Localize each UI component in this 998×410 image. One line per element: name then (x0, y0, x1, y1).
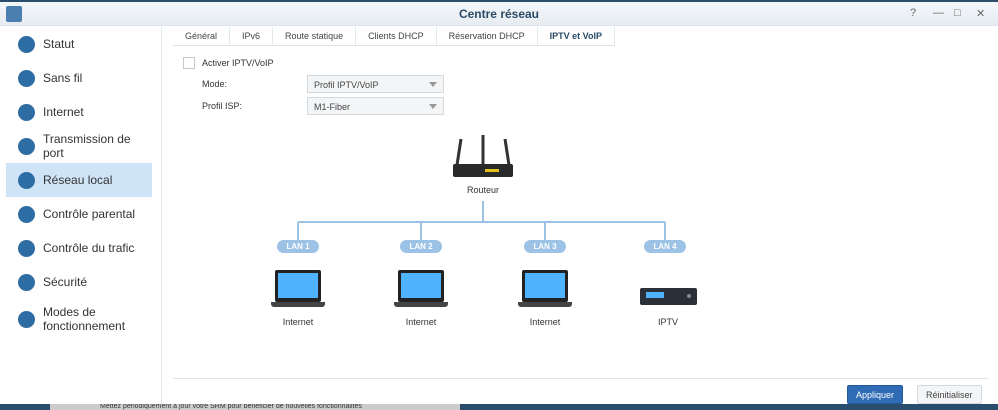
title-bar: Centre réseau ? — □ ✕ (0, 2, 998, 26)
sidebar-item-sans-fil[interactable]: Sans fil (6, 61, 152, 95)
enable-iptv-label: Activer IPTV/VoIP (202, 58, 274, 68)
mode-select[interactable]: Profil IPTV/VoIP (307, 75, 444, 93)
iptv-box-icon (640, 288, 697, 305)
tab-ipv6[interactable]: IPv6 (230, 27, 274, 45)
chevron-down-icon (429, 104, 437, 109)
device-label: Internet (282, 317, 314, 327)
sidebar-item-statut[interactable]: Statut (6, 27, 152, 61)
sliders-icon (18, 239, 35, 257)
globe-icon (18, 103, 35, 121)
tab-bar: Général IPv6 Route statique Clients DHCP… (173, 27, 615, 46)
isp-value: M1-Fiber (314, 102, 351, 112)
arrow-icon (18, 137, 35, 155)
update-notification[interactable]: Mettez périodiquement à jour votre SRM p… (50, 404, 460, 410)
sidebar-item-internet[interactable]: Internet (6, 95, 152, 129)
home-network-icon (18, 171, 35, 189)
device-label: IPTV (657, 317, 678, 327)
divider (173, 378, 988, 379)
sidebar-item-label: Réseau local (43, 173, 113, 187)
family-icon (18, 205, 35, 223)
enable-iptv-checkbox[interactable] (183, 57, 195, 69)
isp-profile-select[interactable]: M1-Fiber (307, 97, 444, 115)
gauge-icon (18, 35, 35, 53)
sidebar-item-operation-modes[interactable]: Modes de fonctionnement (6, 299, 152, 339)
mode-label: Mode: (202, 79, 228, 89)
connection-lines (297, 201, 666, 240)
lan-port-3: LAN 3 (524, 240, 566, 253)
sidebar-item-label: Transmission de port (43, 132, 131, 160)
sidebar-item-label: Contrôle du trafic (43, 241, 135, 255)
tab-general[interactable]: Général (173, 27, 231, 45)
isp-profile-label: Profil ISP: (202, 101, 243, 111)
sidebar-item-parental-control[interactable]: Contrôle parental (6, 197, 152, 231)
close-button[interactable]: ✕ (976, 8, 986, 20)
chevron-down-icon (429, 82, 437, 87)
tab-dhcp-clients[interactable]: Clients DHCP (356, 27, 437, 45)
sidebar-item-label: Contrôle parental (43, 207, 136, 221)
sidebar-item-label: Internet (43, 105, 84, 119)
reset-button[interactable]: Réinitialiser (917, 385, 982, 404)
laptop-icon (271, 270, 325, 308)
help-button[interactable]: ? (910, 7, 917, 19)
sidebar-item-label: Modes de fonctionnement (43, 305, 126, 333)
shield-icon (18, 273, 35, 291)
tab-dhcp-reservation[interactable]: Réservation DHCP (437, 27, 538, 45)
router-icon (453, 135, 513, 177)
lan-port-2: LAN 2 (400, 240, 442, 253)
sidebar-item-label: Sécurité (43, 275, 88, 289)
laptop-icon (394, 270, 448, 308)
device-label: Internet (529, 317, 561, 327)
router-label: Routeur (466, 185, 500, 195)
main-panel: Général IPv6 Route statique Clients DHCP… (163, 27, 998, 404)
tab-static-route[interactable]: Route statique (273, 27, 357, 45)
tab-iptv-voip[interactable]: IPTV et VoIP (538, 27, 615, 45)
sidebar-item-label: Sans fil (43, 71, 83, 85)
minimize-button[interactable]: — (933, 7, 944, 19)
network-diagram (297, 135, 697, 305)
router-mode-icon (18, 310, 35, 328)
app-icon (6, 6, 22, 22)
sidebar-item-security[interactable]: Sécurité (6, 265, 152, 299)
wifi-icon (18, 69, 35, 87)
device-label: Internet (405, 317, 437, 327)
lan-port-4: LAN 4 (644, 240, 686, 253)
window-title: Centre réseau (458, 7, 540, 21)
mode-value: Profil IPTV/VoIP (314, 80, 379, 90)
sidebar-item-traffic-control[interactable]: Contrôle du trafic (6, 231, 152, 265)
sidebar-item-port-forwarding[interactable]: Transmission de port (6, 129, 152, 163)
lan-port-1: LAN 1 (277, 240, 319, 253)
laptop-icon (518, 270, 572, 308)
apply-button[interactable]: Appliquer (847, 385, 904, 404)
sidebar-item-label: Statut (43, 37, 75, 51)
sidebar-item-local-network[interactable]: Réseau local (6, 163, 152, 197)
sidebar: Statut Sans fil Internet Transmission de… (0, 27, 162, 404)
maximize-button[interactable]: □ (954, 7, 961, 19)
